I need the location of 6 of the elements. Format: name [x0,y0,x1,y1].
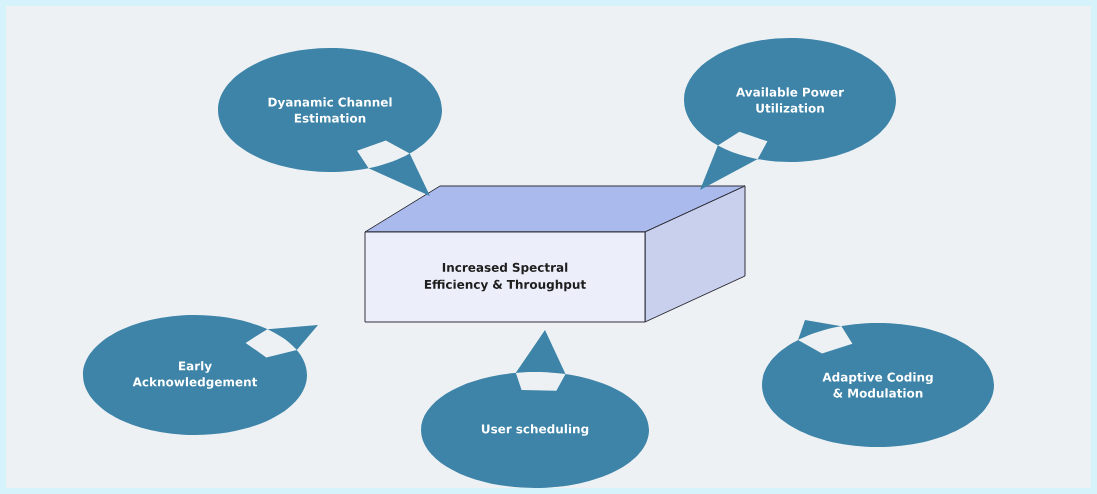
speech-bubble: User scheduling [421,330,649,488]
speech-bubble: Available Power Utilization [684,38,896,190]
speech-bubble: Dyanamic Channel Estimation [218,48,442,196]
speech-bubble: Early Acknowledgement [83,315,318,435]
cube-box: Increased Spectral Efficiency & Throughput [364,185,746,323]
speech-bubble: Adaptive Coding & Modulation [762,320,994,447]
